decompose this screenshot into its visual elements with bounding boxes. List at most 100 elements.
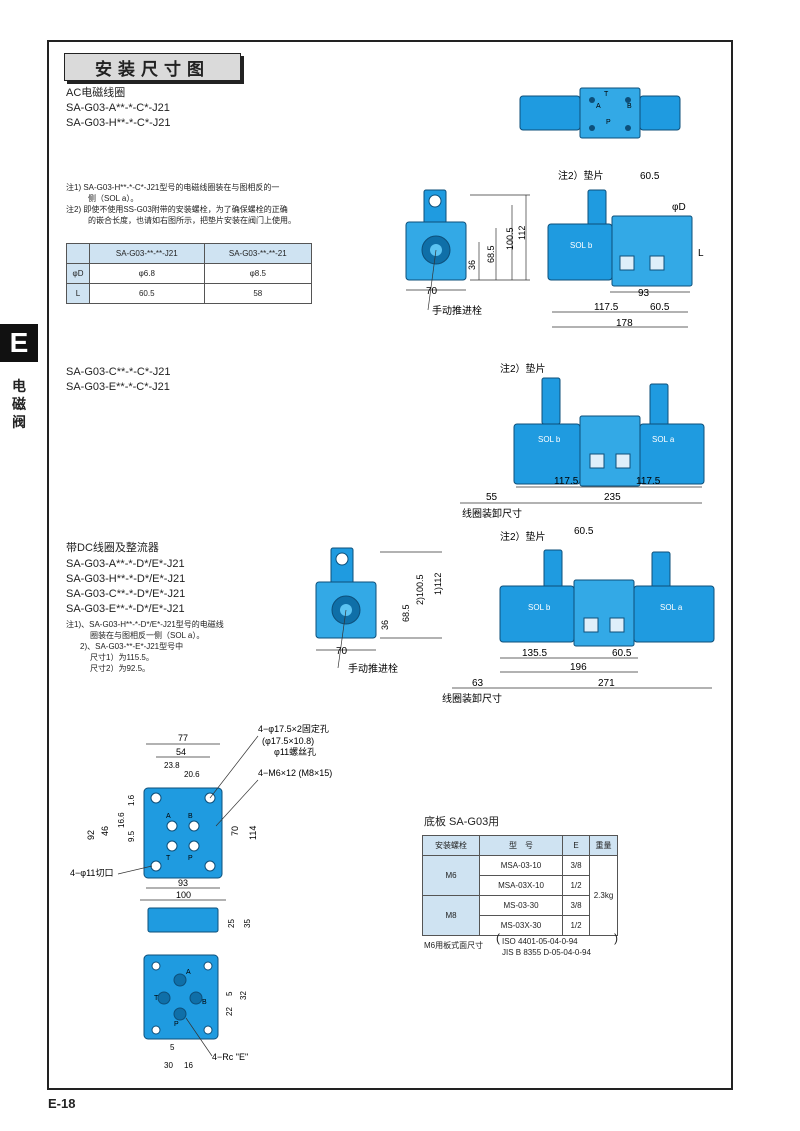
bottom-port-b: B — [202, 999, 207, 1006]
fix-holes-note-2: (φ17.5×10.8) — [262, 736, 314, 746]
dim-93: 93 — [638, 288, 650, 299]
page-number: E-18 — [48, 1096, 76, 1111]
sol-a-2: SOL a — [652, 435, 675, 444]
dc-model-2: SA-G03-H**-*-D*/E*-J21 — [66, 573, 186, 585]
dim-70: 70 — [426, 286, 438, 297]
sol-b-2: SOL b — [538, 435, 561, 444]
dim-54: 54 — [176, 747, 186, 757]
dim-77: 77 — [178, 733, 188, 743]
sol-b-3: SOL b — [528, 603, 551, 612]
dc-model-4: SA-G03-E**-*-D*/E*-J21 — [66, 603, 185, 615]
top-port-p: P — [606, 119, 611, 126]
ac-model-2: SA-G03-H**-*-C*-J21 — [66, 117, 171, 129]
sol-a-3: SOL a — [660, 603, 683, 612]
top-port-b: B — [627, 103, 632, 110]
front-view-2: SOL b SOL a 注2）垫片 117.5 117.5 55 235 线圈装… — [460, 362, 705, 520]
dim-196: 196 — [570, 662, 587, 673]
dim-178: 178 — [616, 318, 633, 329]
base-plate-top: A B T P 77 54 23.8 20.6 1.6 16.6 9.5 46 … — [70, 723, 332, 901]
dc-model-3: SA-G03-C**-*-D*/E*-J21 — [66, 588, 186, 600]
dim-117-5-r: 117.5 — [636, 476, 661, 487]
dim-1-6: 1.6 — [127, 794, 136, 806]
paren-open: ( — [496, 931, 500, 945]
notes-top: 注1) SA-G03-H**-*-C*-J21型号的电磁线圈装在与图相反的一 侧… — [66, 183, 296, 225]
dim-93-plate: 93 — [178, 878, 188, 888]
fix-holes-note: 4−φ17.5×2固定孔 — [258, 723, 329, 734]
mid-model-1: SA-G03-C**-*-C*-J21 — [66, 366, 171, 378]
front-view-1: SOL b 注2）垫片 60.5 φD L 93 117.5 60.5 178 — [547, 169, 704, 329]
bottom-port-a: A — [186, 969, 191, 976]
dim-36-dc: 36 — [380, 620, 390, 630]
dim-68-5-dc: 68.5 — [401, 604, 411, 622]
dim-271: 271 — [598, 678, 615, 689]
dim-70-dc: 70 — [336, 646, 348, 657]
dim-25: 25 — [227, 919, 236, 928]
bottom-port-p: P — [174, 1021, 179, 1028]
dc-model-1: SA-G03-A**-*-D*/E*-J21 — [66, 558, 185, 570]
dim-60-5-dc: 60.5 — [612, 648, 632, 659]
dim-60-5-top: 60.5 — [640, 171, 660, 182]
dim-112-dc: 1)112 — [433, 573, 443, 595]
sol-b-1: SOL b — [570, 241, 593, 250]
paren-close: ) — [614, 931, 618, 945]
dim-46: 46 — [100, 826, 110, 836]
plate-port-t: T — [166, 855, 171, 862]
dim-36: 36 — [467, 260, 477, 270]
manual-pin-label-1: 手动推进栓 — [432, 304, 482, 317]
base-footnote-std-2: JIS B 8355 D-05-04-0-94 — [502, 948, 591, 957]
dim-70-plate: 70 — [230, 826, 240, 836]
shim-label-1: 注2）垫片 — [558, 169, 604, 182]
dim-16-6: 16.6 — [117, 812, 126, 828]
ac-model-1: SA-G03-A**-*-C*-J21 — [66, 102, 170, 114]
dim-16: 16 — [184, 1061, 193, 1070]
thread-hole-note: φ11螺丝孔 — [274, 746, 316, 757]
top-port-t: T — [604, 91, 609, 98]
dim-135-5: 135.5 — [522, 648, 547, 659]
dim-114: 114 — [248, 826, 258, 840]
dim-30: 30 — [164, 1061, 173, 1070]
page-frame — [47, 40, 733, 1090]
dim-117-5: 117.5 — [594, 302, 619, 313]
thread-note: 4−M6×12 (M8×15) — [258, 768, 332, 778]
dim-5-b: 5 — [170, 1043, 175, 1052]
base-footnote-std-1: ISO 4401-05-04-0-94 — [502, 937, 578, 946]
manual-pin-label-2: 手动推进栓 — [348, 662, 398, 675]
coil-removal-2: 线圈装卸尺寸 — [442, 692, 502, 705]
dim-235: 235 — [604, 492, 621, 503]
dim-5-r: 5 — [225, 991, 234, 996]
top-view-valve: T A B P — [519, 87, 681, 139]
coil-removal-1: 线圈装卸尺寸 — [462, 507, 522, 520]
base-footnote-label: M6用板式面尺寸 — [424, 941, 484, 950]
side-tab-text: 电磁阀 — [12, 379, 26, 431]
dim-68-5: 68.5 — [486, 245, 496, 263]
section-title: 安装尺寸图 — [64, 53, 241, 81]
dim-60-5-dc-top: 60.5 — [574, 526, 594, 537]
ac-heading: AC电磁线圈 — [66, 87, 126, 99]
dim-117-5-l: 117.5 — [554, 476, 579, 487]
side-view-2: 36 68.5 2)100.5 1)112 70 手动推进栓 — [315, 547, 443, 675]
dim-100-5: 100.5 — [505, 227, 515, 250]
side-view-1: 36 68.5 100.5 112 70 手动推进栓 — [405, 189, 530, 317]
dim-100-5-dc: 2)100.5 — [415, 574, 425, 605]
dim-35: 35 — [243, 919, 252, 928]
dim-20-6: 20.6 — [184, 770, 200, 779]
dc-heading: 带DC线圈及整流器 — [66, 542, 159, 554]
top-port-a: A — [596, 103, 601, 110]
dim-92: 92 — [86, 830, 96, 840]
dim-112: 112 — [517, 226, 527, 240]
cut-note: 4−φ11切口 — [70, 868, 113, 878]
base-table-title: 底板 SA-G03用 — [424, 816, 500, 828]
mid-model-2: SA-G03-E**-*-C*-J21 — [66, 381, 170, 393]
dim-100: 100 — [176, 890, 191, 900]
dim-60-5-bottom: 60.5 — [650, 302, 670, 313]
dim-9-5: 9.5 — [127, 830, 136, 842]
front-view-3: SOL b SOL a 注2）垫片 60.5 135.5 60.5 196 63… — [442, 526, 715, 705]
bottom-port-t: T — [154, 995, 159, 1002]
dim-55: 55 — [486, 492, 498, 503]
plate-port-a: A — [166, 813, 171, 820]
plate-port-b: B — [188, 813, 193, 820]
shim-label-2: 注2）垫片 — [500, 362, 546, 375]
dim-63: 63 — [472, 678, 484, 689]
